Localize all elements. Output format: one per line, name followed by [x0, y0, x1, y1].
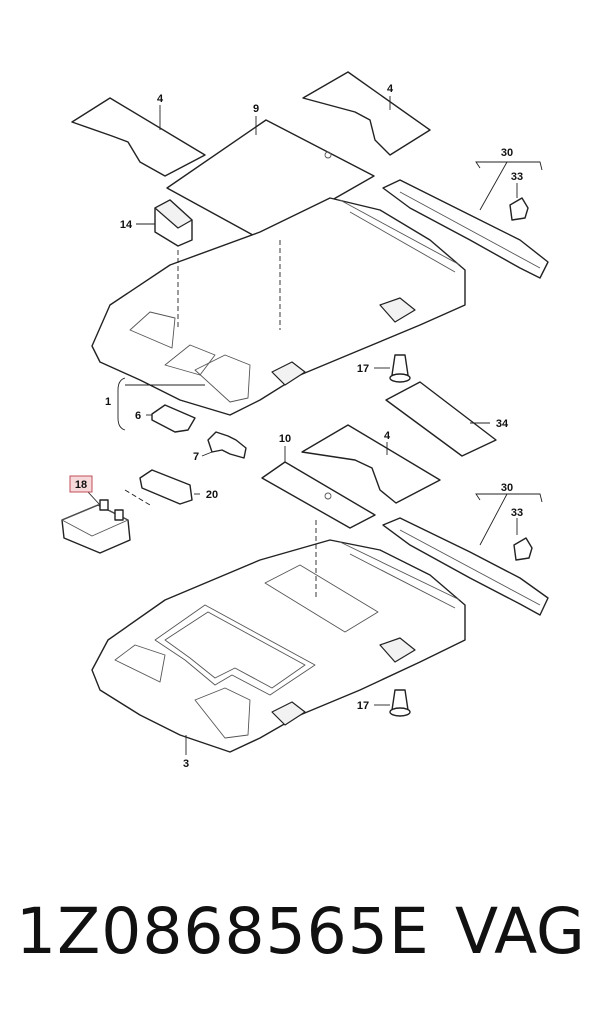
part-10-pad [261, 461, 376, 529]
part-7-clip [207, 431, 247, 459]
callout-4-lower: 4 [384, 430, 391, 442]
part-18-mirror-mount [61, 499, 131, 554]
callout-18-highlight [69, 475, 93, 493]
part-30-trim-strip-lower [382, 517, 549, 616]
part-number-text: 1Z0868565E [16, 895, 430, 968]
callout-20: 20 [206, 489, 218, 501]
part-9-pad [166, 119, 375, 241]
callout-10: 10 [279, 433, 291, 445]
callout-34: 34 [496, 418, 509, 430]
callout-33-upper: 33 [511, 171, 523, 183]
part-14-block [154, 199, 193, 247]
part-4-pad-right [302, 71, 431, 156]
callout-9: 9 [253, 103, 259, 115]
part-4-pad-left [71, 97, 206, 177]
part-33-clip-lower [513, 537, 533, 561]
callout-4-top-right: 4 [387, 83, 394, 95]
brand-text: VAG [455, 895, 585, 968]
callout-18: 18 [75, 479, 87, 491]
part-4-pad-lower [301, 424, 441, 504]
part-17-screw-lower [389, 689, 411, 717]
part-30-trim-strip-upper [382, 179, 549, 279]
headliner-lower [91, 539, 466, 753]
leader-lines [87, 96, 543, 755]
callout-3: 3 [183, 758, 189, 770]
callout-labels: 4 9 4 30 33 14 17 1 6 10 4 34 7 18 20 30… [69, 83, 523, 770]
part-33-clip-upper [509, 197, 529, 221]
callout-7: 7 [193, 451, 199, 463]
callout-33-lower: 33 [511, 507, 523, 519]
exploded-parts-diagram: 4 9 4 30 33 14 17 1 6 10 4 34 7 18 20 30… [61, 71, 549, 770]
callout-14: 14 [120, 219, 133, 231]
callout-30-upper: 30 [501, 147, 513, 159]
headliner-upper [91, 197, 466, 416]
callout-17-upper: 17 [357, 363, 369, 375]
callout-4-top-left: 4 [157, 93, 164, 105]
part-17-screw-upper [389, 354, 411, 383]
callout-6: 6 [135, 410, 141, 422]
callout-17-lower: 17 [357, 700, 369, 712]
part-34-pad [385, 381, 497, 457]
callout-30-lower: 30 [501, 482, 513, 494]
callout-1: 1 [105, 396, 111, 408]
part-6-lamp [151, 404, 196, 433]
part-20-bracket [139, 469, 193, 505]
